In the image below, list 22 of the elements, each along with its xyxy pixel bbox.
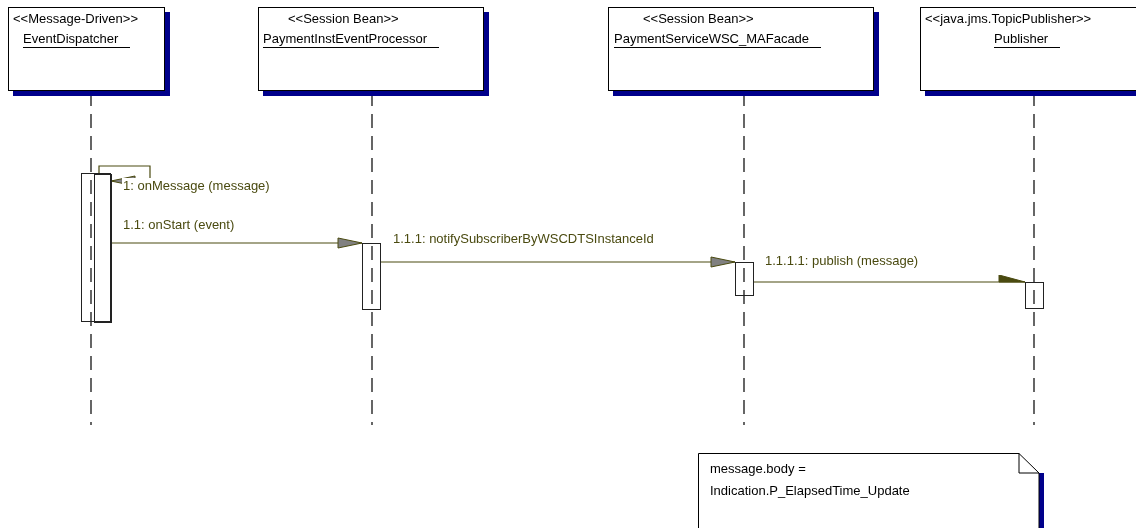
stereotype-label: <<Session Bean>> — [643, 11, 754, 26]
message-label: 1: onMessage (message) — [122, 178, 271, 193]
message-label: 1.1.1.1: publish (message) — [764, 253, 920, 268]
object-name: PaymentInstEventProcessor — [263, 31, 440, 48]
stereotype-label: <<Session Bean>> — [288, 11, 399, 26]
message-arrow — [753, 274, 1026, 283]
stereotype-label: <<Message-Driven>> — [13, 11, 138, 26]
note-text: message.body = — [710, 461, 806, 476]
object-name: EventDispatcher — [23, 31, 131, 48]
activation-bar — [81, 173, 111, 322]
message-label: 1.1: onStart (event) — [122, 217, 236, 232]
object-name: PaymentServiceWSC_MAFacade — [614, 31, 822, 48]
message-arrow — [380, 256, 736, 268]
activation-bar — [362, 243, 381, 310]
activation-bar — [1025, 282, 1044, 309]
activation-bar — [735, 262, 754, 296]
note-text: Indication.P_ElapsedTime_Update — [710, 483, 910, 498]
message-label: 1.1.1: notifySubscriberByWSCDTSInstanceId — [392, 231, 655, 246]
stereotype-label: <<java.jms.TopicPublisher>> — [925, 11, 1092, 26]
object-name: Publisher — [994, 31, 1061, 48]
message-arrow — [110, 237, 363, 249]
activation-bar — [94, 174, 112, 323]
